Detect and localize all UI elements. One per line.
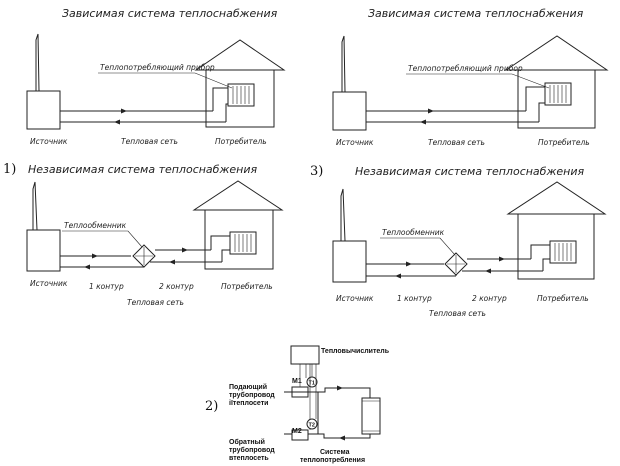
source-label: Источник	[30, 279, 68, 288]
device-label: Теплопотребляющий прибор	[100, 63, 215, 72]
return-riser	[221, 249, 230, 262]
chimney	[32, 181, 38, 231]
chimney	[340, 188, 346, 242]
riser	[530, 244, 550, 259]
calculator-label: Тепловычислитель	[321, 348, 390, 355]
house-wall	[205, 69, 275, 128]
diagram-3-independent-title: Независимая система теплоснабжения	[355, 165, 584, 178]
exchanger-label: Теплообменник	[64, 221, 127, 230]
arrow-right	[92, 253, 98, 259]
arrow-right	[121, 108, 127, 114]
supply-to-system	[355, 387, 371, 398]
source-building	[332, 240, 367, 283]
return-label-line-1: Обратный	[229, 438, 265, 446]
consumer-label: Потребитель	[221, 282, 273, 291]
t2-label: T2	[309, 423, 315, 429]
m1-label: M1	[292, 378, 302, 385]
flowmeter-m2	[291, 429, 309, 441]
riser	[210, 235, 230, 250]
house-wall	[517, 69, 596, 129]
house-roof	[192, 180, 284, 211]
temp-sensor-t2	[306, 418, 318, 430]
diagram-3-number: 3)	[310, 164, 323, 179]
arrow-right	[182, 247, 188, 253]
diagram-3-dependent-title: Зависимая система теплоснабжения	[368, 7, 584, 20]
system-label-line-2: теплопотребления	[300, 456, 365, 464]
source-building	[26, 229, 61, 272]
supply-label-line-1: Подающий	[229, 383, 267, 391]
source-building	[26, 90, 61, 130]
circuit1-label: 1 контур	[397, 294, 432, 303]
network-label: Тепловая сеть	[127, 298, 184, 307]
system-label-line-1: Система	[320, 449, 350, 456]
chimney	[35, 33, 40, 92]
chimney	[341, 35, 346, 93]
heat-calculator	[290, 345, 320, 365]
arrow-right	[337, 385, 343, 391]
arrow-right	[406, 261, 412, 267]
arrow-left	[114, 119, 120, 125]
diagram-2-number: 2)	[205, 399, 218, 414]
m2-label: M2	[292, 428, 302, 435]
arrow-left	[169, 259, 175, 265]
return-riser	[225, 103, 228, 122]
return-riser	[538, 102, 545, 122]
riser	[525, 86, 545, 111]
arrow-right	[428, 108, 434, 114]
device-label: Теплопотребляющий прибор	[408, 64, 523, 73]
source-label: Источник	[30, 137, 68, 146]
device-leader	[98, 72, 233, 89]
diagram-1-independent: Независимая система теплоснабжения Тепло…	[26, 163, 284, 307]
exchanger-leader	[62, 230, 143, 248]
arrow-left	[485, 268, 491, 274]
t1-label: T1	[309, 381, 315, 387]
circuit2-label: 2 контур	[472, 294, 507, 303]
source-label: Источник	[336, 294, 374, 303]
return-label-line-3: втеплосеть	[229, 455, 269, 462]
diagram-1-dependent: Зависимая система теплоснабжения Теплопо…	[26, 7, 286, 146]
consumer-system	[361, 397, 381, 435]
consumer-label: Потребитель	[538, 138, 590, 147]
supply-label-line-2: трубопровод	[229, 391, 275, 399]
diagram-1-independent-title: Независимая система теплоснабжения	[28, 163, 257, 176]
diagram-1-number: 1)	[3, 162, 16, 177]
supply-label-line-3: іїтеплосети	[229, 399, 268, 407]
consumer-label: Потребитель	[537, 294, 589, 303]
riser	[212, 87, 228, 111]
source-building	[332, 91, 367, 131]
network-label: Тепловая сеть	[429, 309, 486, 318]
circuit2-label: 2 контур	[159, 282, 194, 291]
diagram-2-heat-meter: 2) Тепловычислитель M1 T1 M2	[205, 345, 390, 464]
diagram-3-dependent: Зависимая система теплоснабжения Теплопо…	[332, 7, 609, 147]
house-wall	[204, 209, 274, 270]
device-leader	[406, 73, 550, 89]
network-label: Тепловая сеть	[428, 138, 485, 147]
exchanger-label: Теплообменник	[382, 228, 445, 237]
return-riser	[542, 258, 550, 271]
arrow-left	[420, 119, 426, 125]
return-pipe	[284, 433, 371, 439]
network-label: Тепловая сеть	[121, 137, 178, 146]
arrow-left	[84, 264, 90, 270]
circuit1-label: 1 контур	[89, 282, 124, 291]
return-label-line-2: трубопровод	[229, 446, 275, 454]
house-wall	[517, 213, 595, 280]
arrow-right	[499, 256, 505, 262]
exchanger-leader	[380, 237, 456, 256]
diagram-3-independent: Независимая система теплоснабжения Тепло…	[332, 165, 607, 318]
source-label: Источник	[336, 138, 374, 147]
consumer-label: Потребитель	[215, 137, 267, 146]
radiator-fins	[232, 86, 250, 104]
arrow-left	[395, 273, 401, 279]
diagram-1-dependent-title: Зависимая система теплоснабжения	[62, 7, 278, 20]
house-roof	[506, 181, 607, 215]
arrow-left	[339, 435, 345, 441]
